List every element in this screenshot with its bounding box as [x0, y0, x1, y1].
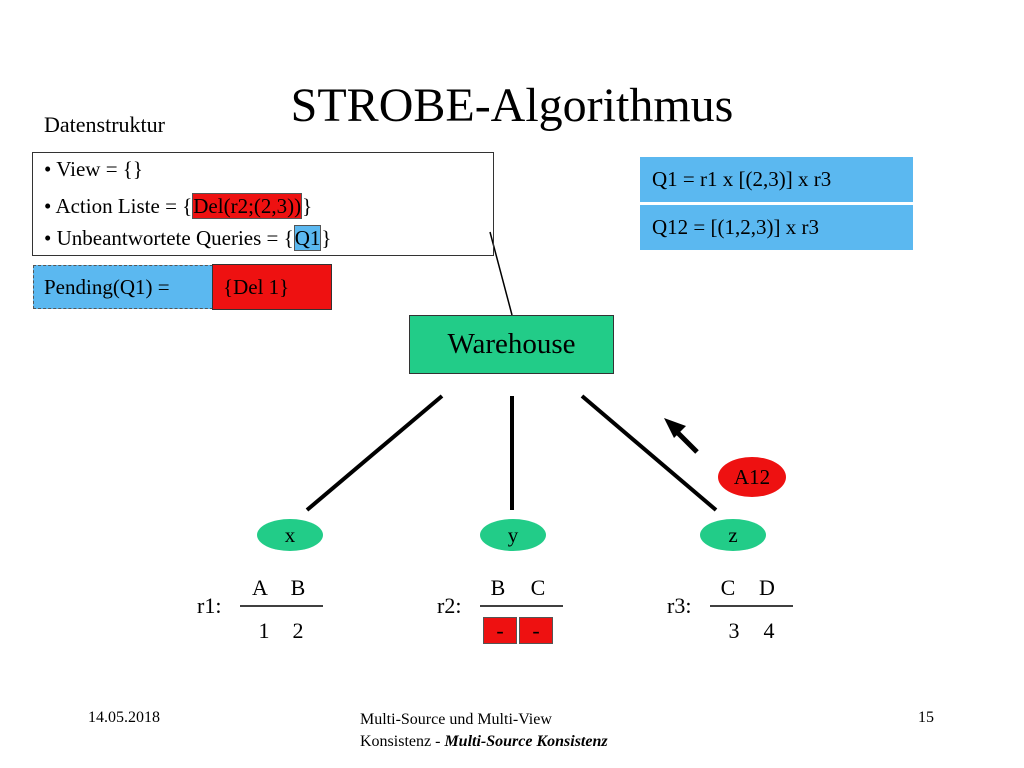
footer-center-line1: Multi-Source und Multi-View	[360, 711, 552, 728]
r3-col-d: D	[759, 575, 775, 600]
action-liste-item: Del(r2;(2,3))	[192, 193, 303, 219]
warehouse-to-z-line	[580, 394, 718, 512]
r2-val-c: -	[519, 617, 553, 644]
r1-col-b: B	[290, 575, 306, 600]
a12-message: A12	[718, 457, 786, 497]
page-title: STROBE-Algorithmus	[290, 79, 734, 132]
source-y-node: y	[480, 519, 546, 551]
r1-col-a: A	[252, 575, 268, 600]
footer-center-line2-emph: Multi-Source Konsistenz	[444, 733, 608, 750]
r1-label: r1:	[197, 593, 222, 618]
footer-center-line2-prefix: Konsistenz -	[360, 733, 445, 750]
warehouse-to-x-line	[305, 394, 444, 512]
q12-box: Q12 = [(1,2,3)] x r3	[640, 205, 913, 250]
footer-date: 14.05.2018	[88, 709, 160, 726]
footer-center-line2: Konsistenz - Multi-Source Konsistenz	[360, 731, 608, 753]
q1-box: Q1 = r1 x [(2,3)] x r3	[640, 157, 913, 202]
r2-col-b: B	[490, 575, 506, 600]
view-line: • View = {}	[44, 157, 143, 181]
action-liste-suffix: }	[302, 194, 313, 218]
footer-center: Multi-Source und Multi-View Konsistenz -…	[360, 709, 608, 753]
action-liste-prefix: • Action Liste = {	[44, 194, 193, 218]
r3-val-d: 4	[763, 618, 775, 643]
r3-label: r3:	[667, 593, 692, 618]
footer-page-number: 15	[918, 709, 934, 726]
source-x-node: x	[257, 519, 323, 551]
datenstruktur-box	[32, 152, 494, 256]
action-liste-line: • Action Liste = {Del(r2;(2,3))}	[44, 193, 313, 219]
datenstruktur-label: Datenstruktur	[44, 112, 165, 137]
r1-val-b: 2	[292, 618, 304, 643]
r2-val-b: -	[483, 617, 517, 644]
r2-label: r2:	[437, 593, 462, 618]
a12-arrow	[664, 418, 699, 454]
r3-val-c: 3	[728, 618, 740, 643]
queries-line: • Unbeantwortete Queries = {Q1}	[44, 225, 332, 251]
r3-col-c: C	[720, 575, 736, 600]
queries-item: Q1	[293, 225, 322, 251]
r1-val-a: 1	[258, 618, 270, 643]
queries-prefix: • Unbeantwortete Queries = {	[44, 226, 294, 250]
pending-value: {Del 1}	[212, 264, 332, 310]
r2-col-c: C	[530, 575, 546, 600]
queries-suffix: }	[321, 226, 332, 250]
source-z-node: z	[700, 519, 766, 551]
pending-label: Pending(Q1) =	[33, 265, 223, 309]
warehouse-box: Warehouse	[409, 315, 614, 374]
